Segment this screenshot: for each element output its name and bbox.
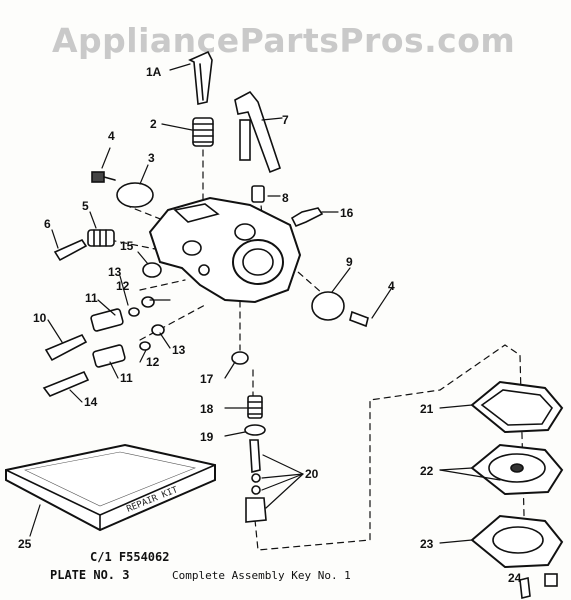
- needle-valve-part: [44, 333, 88, 362]
- bushing-part: [142, 262, 162, 278]
- throttle-screw-part: [349, 310, 369, 328]
- callout-18: 18: [200, 402, 214, 416]
- leader-lines: [29, 63, 501, 544]
- throttle-shaft-part: [234, 90, 281, 174]
- carburetor-body: [148, 196, 302, 304]
- washer-part: [151, 324, 165, 336]
- callout-1a: 1A: [146, 65, 162, 79]
- callout-10: 10: [33, 311, 47, 325]
- assembly-code: C/1 F554062: [90, 550, 169, 564]
- pump-spring-part: [247, 395, 263, 419]
- washer-part: [141, 296, 155, 308]
- callout-4b: 4: [388, 279, 395, 293]
- callout-5: 5: [82, 199, 89, 213]
- callout-24: 24: [508, 571, 522, 585]
- fuel-inlet-part: [290, 207, 324, 228]
- throttle-plate-part: [311, 291, 345, 321]
- idle-screw-part: [53, 238, 88, 262]
- callout-21: 21: [420, 402, 434, 416]
- callout-13a: 13: [108, 265, 122, 279]
- callout-12b: 12: [146, 355, 160, 369]
- gasket-washer-part: [244, 424, 266, 436]
- needle-spring-part: [92, 344, 126, 368]
- repair-kit-box: [5, 443, 216, 532]
- seat-part: [231, 351, 249, 365]
- callout-15: 15: [120, 239, 134, 253]
- diaphragm-part: [470, 443, 564, 496]
- callout-20: 20: [305, 467, 319, 481]
- plate-number: PLATE NO. 3: [50, 568, 129, 582]
- callout-6: 6: [44, 217, 51, 231]
- cover-part: [470, 514, 564, 569]
- callout-19: 19: [200, 430, 214, 444]
- callout-13b: 13: [172, 343, 186, 357]
- idle-spring-part: [87, 229, 115, 247]
- callout-9: 9: [346, 255, 353, 269]
- callout-7: 7: [282, 113, 289, 127]
- callout-17: 17: [200, 372, 214, 386]
- choke-plate-part: [116, 182, 154, 208]
- spring-part: [192, 117, 214, 147]
- callout-25: 25: [18, 537, 32, 551]
- callout-8: 8: [282, 191, 289, 205]
- callout-3: 3: [148, 151, 155, 165]
- callout-23: 23: [420, 537, 434, 551]
- watermark: AppliancePartsPros.com: [52, 21, 515, 60]
- washer-part: [128, 307, 140, 317]
- callout-4a: 4: [108, 129, 115, 143]
- callout-2: 2: [150, 117, 157, 131]
- callout-numbers: 1A 2 4 3 7 8 16 5 6 15 13 12 11 10 13 12…: [18, 65, 522, 585]
- assembly-caption: Complete Assembly Key No. 1: [172, 569, 351, 582]
- callout-11b: 11: [120, 371, 133, 385]
- callout-22: 22: [420, 464, 434, 478]
- callout-14: 14: [84, 395, 98, 409]
- needle-spring-part: [90, 308, 124, 332]
- callout-12a: 12: [116, 279, 130, 293]
- callout-16: 16: [340, 206, 354, 220]
- washer-part: [139, 341, 151, 351]
- gasket-part: [470, 380, 564, 434]
- screw-part: [91, 171, 116, 183]
- fitting-part: [251, 185, 265, 203]
- callout-11a: 11: [85, 291, 98, 305]
- choke-shaft-part: [188, 50, 213, 105]
- needle-valve-part: [42, 370, 90, 397]
- screw-part: [519, 573, 558, 599]
- pump-components: [245, 439, 267, 523]
